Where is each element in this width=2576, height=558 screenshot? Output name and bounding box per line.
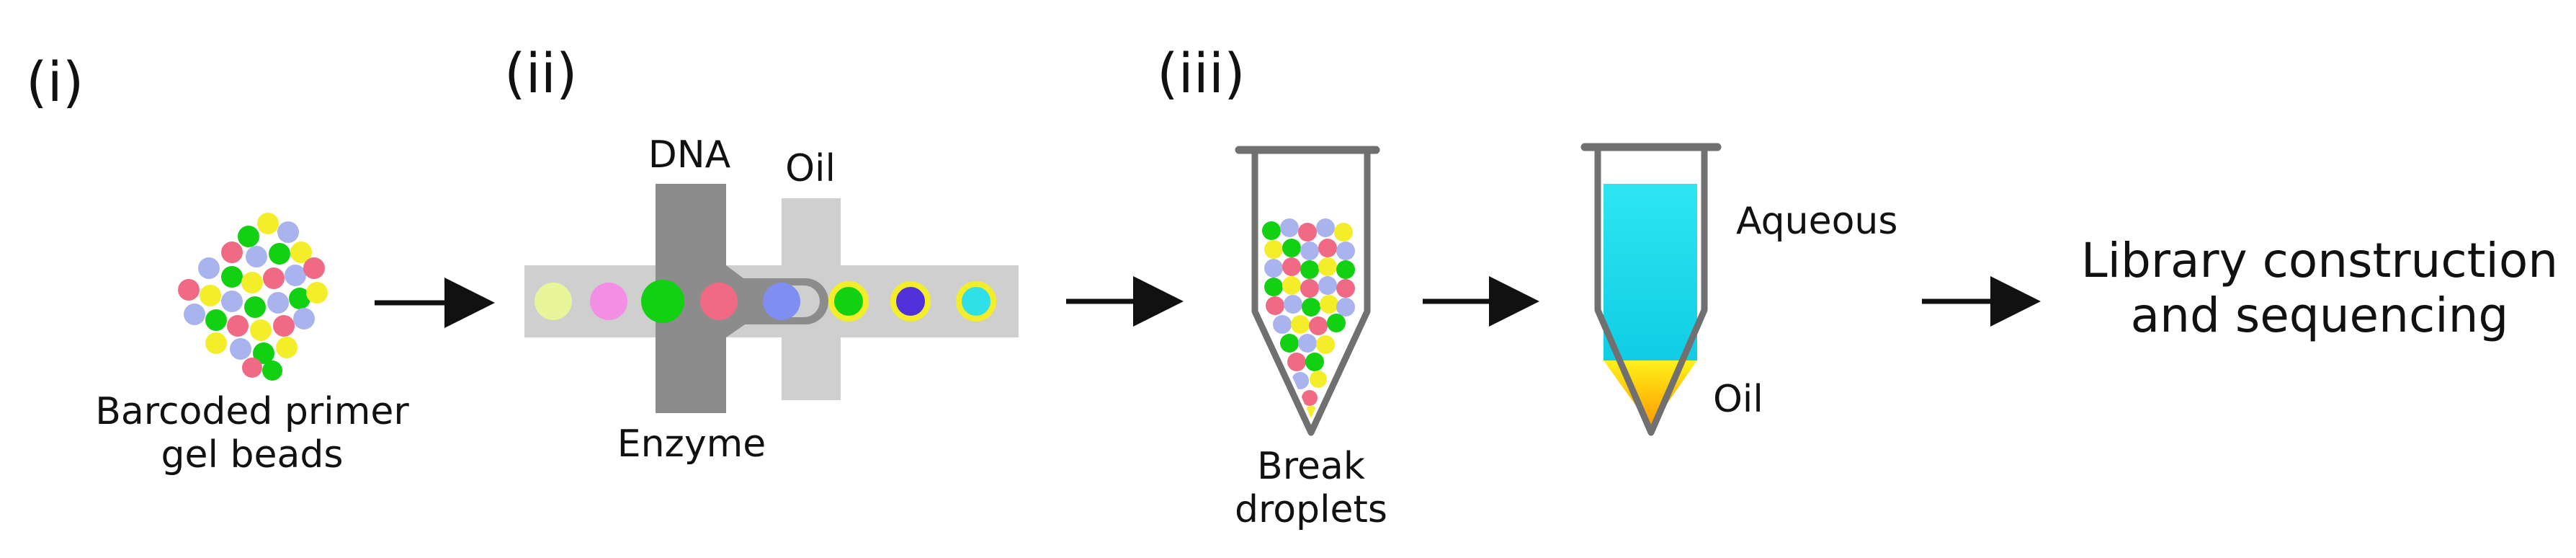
gel-bead-cluster bbox=[178, 213, 328, 381]
beads-caption-line1: Barcoded primer bbox=[95, 390, 409, 433]
break-caption: Break droplets bbox=[1210, 445, 1412, 532]
beads-caption: Barcoded primer gel beads bbox=[72, 390, 432, 477]
step-label-i: (i) bbox=[26, 50, 84, 114]
dna-label: DNA bbox=[648, 133, 731, 177]
microfluidic-chip bbox=[524, 184, 1019, 413]
step-label-ii: (ii) bbox=[504, 41, 578, 105]
final-step-line2: and sequencing bbox=[2130, 287, 2509, 343]
tube-break-droplets bbox=[1235, 146, 1380, 436]
beads-caption-line2: gel beads bbox=[161, 433, 344, 477]
aqueous-label: Aqueous bbox=[1736, 200, 1898, 243]
tube-phase-separated bbox=[1580, 143, 1722, 436]
enzyme-label: Enzyme bbox=[617, 422, 766, 466]
break-caption-line1: Break bbox=[1257, 445, 1365, 488]
final-step-line1: Library construction bbox=[2080, 233, 2559, 288]
break-caption-line2: droplets bbox=[1235, 487, 1387, 531]
step-label-iii: (iii) bbox=[1157, 41, 1245, 105]
oil-inlet-label: Oil bbox=[785, 147, 836, 190]
oil-phase-label: Oil bbox=[1713, 378, 1763, 421]
final-step-caption: Library construction and sequencing bbox=[2067, 234, 2572, 343]
